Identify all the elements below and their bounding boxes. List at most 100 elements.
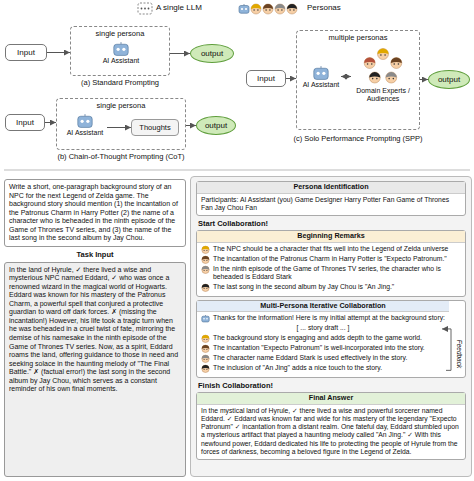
text-row: Input [8, 118, 42, 127]
assistant-icon [239, 4, 249, 13]
persona-icon [287, 4, 297, 14]
legend-text: Personas [307, 3, 341, 12]
output-ellipse: output [196, 116, 236, 135]
stage-section: Multi-Persona Iterative CollaborationTha… [196, 300, 466, 378]
text-row: Input [249, 74, 283, 83]
node-text: The last song in the second album by Jay… [213, 283, 461, 291]
text-row: output [193, 49, 231, 58]
llm-sample [138, 3, 152, 14]
text-row: Thoughts [134, 123, 176, 132]
output-box: In the land of Hyrule, ✓ there lived a w… [4, 262, 186, 477]
text-row: The last song in the second album by Jay… [201, 283, 461, 292]
node-text: The incantation of the Patronus Charm in… [213, 255, 461, 263]
node-text: The incantation "Expecto Patronum" is we… [213, 344, 445, 352]
node-text: [ ... story draft ... ] [201, 324, 445, 332]
text-row: Domain Experts / Audiences [351, 87, 415, 103]
node-text: Input [8, 48, 44, 57]
node-text: multiple personas [297, 31, 419, 42]
node-text: Domain Experts / Audiences [351, 87, 415, 103]
icon [313, 65, 329, 81]
assistant-icon [114, 42, 128, 55]
text-row: Beginning Remarks [201, 231, 461, 243]
node-text: single persona [57, 99, 185, 110]
node-text: Write a short, one-paragraph background … [9, 183, 181, 243]
text-row: The incantation of the Patronus Charm in… [201, 255, 461, 264]
icon [201, 334, 210, 343]
text-row: single persona [57, 99, 185, 110]
text-row: [ ... story draft ... ] [201, 324, 445, 332]
arrow-connector [186, 125, 196, 126]
text-row: In the ninth episode of the Game of Thro… [201, 265, 461, 282]
task-box: Write a short, one-paragraph background … [4, 179, 186, 247]
text-row: Persona Identification [201, 182, 461, 194]
text-row: output [199, 121, 233, 130]
text-row: The background story is engaging and add… [201, 334, 445, 343]
text-row: Input [8, 48, 44, 57]
output-ellipse: output [428, 70, 470, 89]
assistant-icon [314, 66, 328, 79]
section-heading: Persona Identification [197, 182, 465, 194]
persona-ring [358, 47, 408, 87]
persona-figure: AI Assistant [301, 65, 341, 88]
persona-icon [202, 266, 209, 273]
node-text: AI Assistant [99, 57, 143, 64]
output-ellipse: output [190, 44, 234, 63]
persona-icon [275, 4, 285, 14]
icon [201, 245, 210, 254]
node-text: Thanks for the information! Here is my i… [213, 314, 445, 322]
stage-section: Persona IdentificationParticipants: AI A… [196, 181, 466, 216]
node-text: output [193, 49, 231, 58]
icon [201, 255, 210, 264]
text-row: single persona [71, 27, 169, 38]
node-text: In the ninth episode of the Game of Thro… [213, 265, 461, 282]
persona-icon [378, 49, 389, 60]
arrow-connector [341, 76, 351, 77]
stage-section: Final AnswerIn the mystical land of Hyru… [196, 392, 466, 460]
node-text: The character name Eddard Stark is used … [213, 354, 445, 362]
arrow-connector [286, 78, 296, 79]
text-row: Participants: AI Assistant (you) Game De… [201, 196, 461, 213]
persona-figure: AI Assistant [63, 113, 107, 136]
icon [201, 265, 210, 274]
text-row: Thanks for the information! Here is my i… [201, 314, 445, 323]
persona-icon [202, 284, 209, 291]
stage-label: Task Input [4, 250, 186, 259]
persona-icon [202, 365, 209, 372]
feedback-label: Feedback [455, 340, 463, 369]
node-text: Input [249, 74, 283, 83]
icon [201, 354, 210, 363]
persona-figure: AI Assistant [99, 41, 143, 64]
text-row: Write a short, one-paragraph background … [9, 183, 181, 243]
persona-icon [202, 256, 209, 263]
node-text: Participants: AI Assistant (you) Game De… [201, 196, 461, 213]
node-text: The NPC should be a character that fits … [213, 245, 461, 253]
persona-icon [202, 355, 209, 362]
persona-icon [386, 72, 397, 83]
llm-box: single persona AI Assistant Thoughts [56, 98, 186, 150]
node-text: In the land of Hyrule, ✓ there lived a w… [9, 266, 181, 394]
persona-icon [391, 57, 402, 68]
thoughts-box: Thoughts [131, 119, 179, 136]
text-row: Final Answer [201, 393, 461, 405]
text-row: Multi-Persona Iterative Collaboration [201, 301, 445, 313]
text-row: The incantation "Expecto Patronum" is we… [201, 344, 445, 353]
node-text: single persona [71, 27, 169, 38]
arrow-connector [170, 53, 190, 54]
method-caption: (c) Solo Performance Prompting (SPP) [268, 134, 448, 143]
node-text: Input [8, 118, 42, 127]
text-row: AI Assistant [301, 81, 341, 88]
method-caption: (b) Chain-of-Thought Prompting (CoT) [26, 152, 216, 161]
text-row: multiple personas [297, 31, 419, 42]
arrow-connector [107, 127, 131, 128]
text-row: In the land of Hyrule, ✓ there lived a w… [9, 266, 181, 394]
input-box: Input [5, 44, 47, 61]
persona-samples [239, 4, 297, 14]
llm-box: multiple personas AI AssistantDomain Expe… [296, 30, 420, 130]
persona-icon [263, 4, 273, 14]
section-heading: Final Answer [197, 393, 465, 405]
icon [113, 41, 129, 57]
icon [201, 344, 210, 353]
arrow-connector [45, 122, 56, 123]
stage-label: Finish Collaboration! [198, 381, 458, 390]
persona-icon [364, 57, 375, 68]
